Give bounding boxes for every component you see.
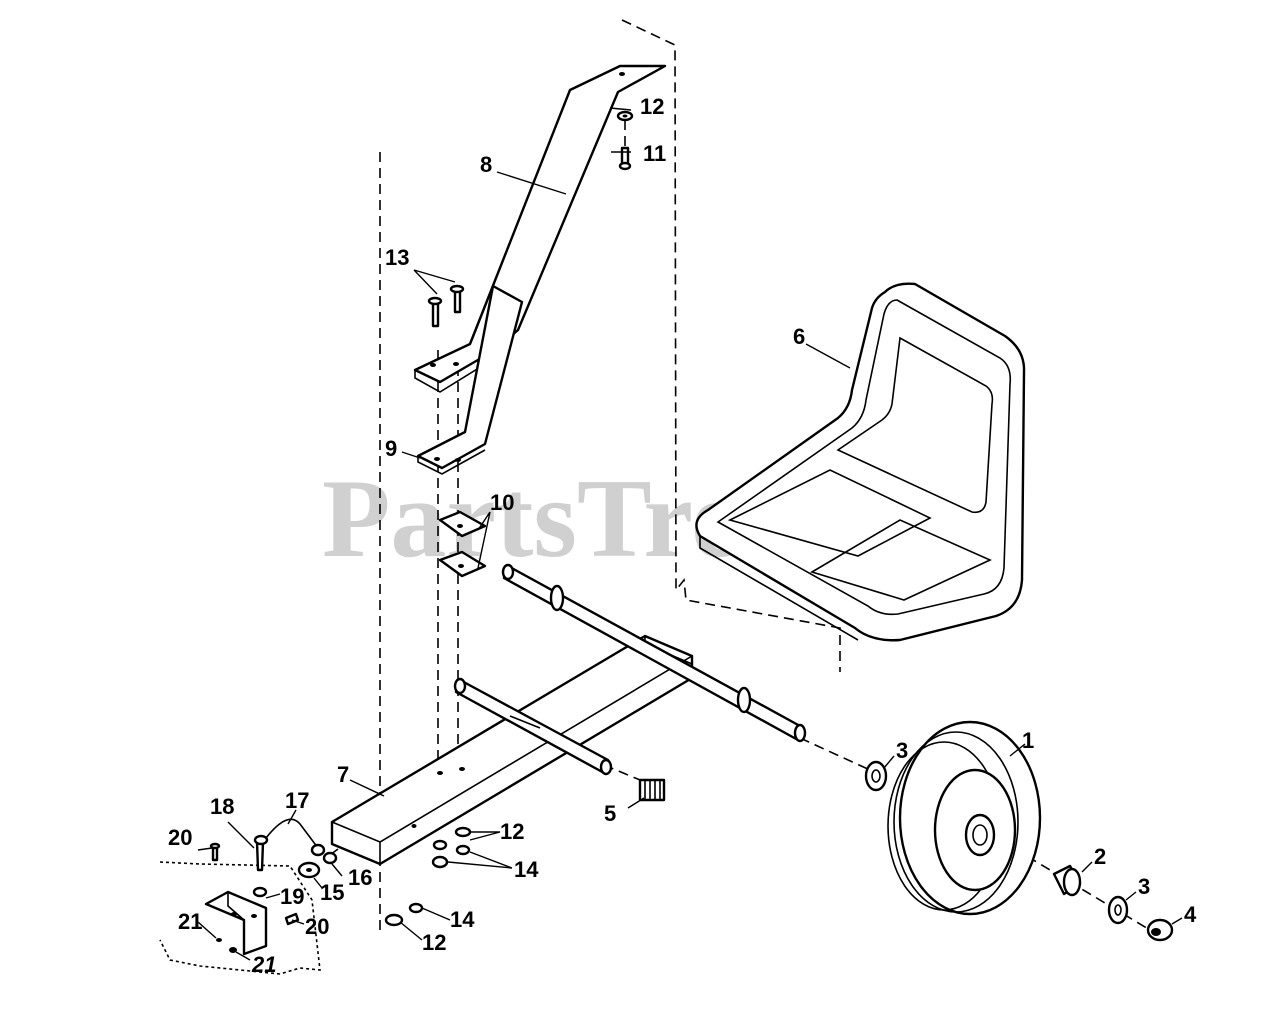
callout-7: 7 [337, 762, 349, 787]
callout-6: 6 [793, 324, 805, 349]
callout-20: 20 [305, 914, 329, 939]
screw-11 [618, 146, 632, 171]
bushing-2 [1052, 864, 1082, 897]
callout-12: 12 [640, 94, 664, 119]
callout-19: 19 [280, 884, 304, 909]
rear-axle [501, 563, 807, 743]
washer-3-left [864, 760, 888, 792]
wheel [887, 720, 1042, 916]
front-axle [453, 677, 613, 776]
shim-plates [438, 510, 487, 578]
callout-21: 21 [251, 952, 276, 977]
callout-14: 14 [450, 907, 475, 932]
callout-10: 10 [490, 490, 514, 515]
callout-13: 13 [385, 245, 409, 270]
callout-5: 5 [604, 801, 616, 826]
callout-12: 12 [422, 930, 446, 955]
callout-2: 2 [1094, 844, 1106, 869]
leader-lines [197, 107, 1183, 961]
callout-3: 3 [1138, 874, 1150, 899]
callout-14: 14 [514, 857, 539, 882]
callout-4: 4 [1184, 902, 1197, 927]
callout-8: 8 [480, 152, 492, 177]
bracket [416, 284, 524, 475]
callout-18: 18 [210, 794, 234, 819]
callout-9: 9 [385, 436, 397, 461]
callouts: 1 2 3 3 4 5 6 7 8 9 10 11 12 12 12 13 14… [168, 94, 1197, 977]
spacer [638, 778, 666, 802]
callout-20: 20 [168, 825, 192, 850]
callout-11: 11 [643, 141, 666, 166]
callout-16: 16 [348, 865, 372, 890]
callout-17: 17 [285, 788, 309, 813]
callout-15: 15 [320, 880, 344, 905]
washer-3-right [1107, 895, 1129, 925]
cap-4 [1146, 918, 1174, 942]
callout-1: 1 [1022, 728, 1034, 753]
hitch-assembly [159, 818, 338, 975]
hardware-under-frame [384, 826, 472, 927]
seat [695, 282, 1026, 642]
washer-12-top [616, 110, 634, 122]
callout-12: 12 [500, 819, 524, 844]
bolts-13 [427, 284, 465, 328]
callout-3: 3 [896, 738, 908, 763]
callout-21: 21 [178, 909, 202, 934]
